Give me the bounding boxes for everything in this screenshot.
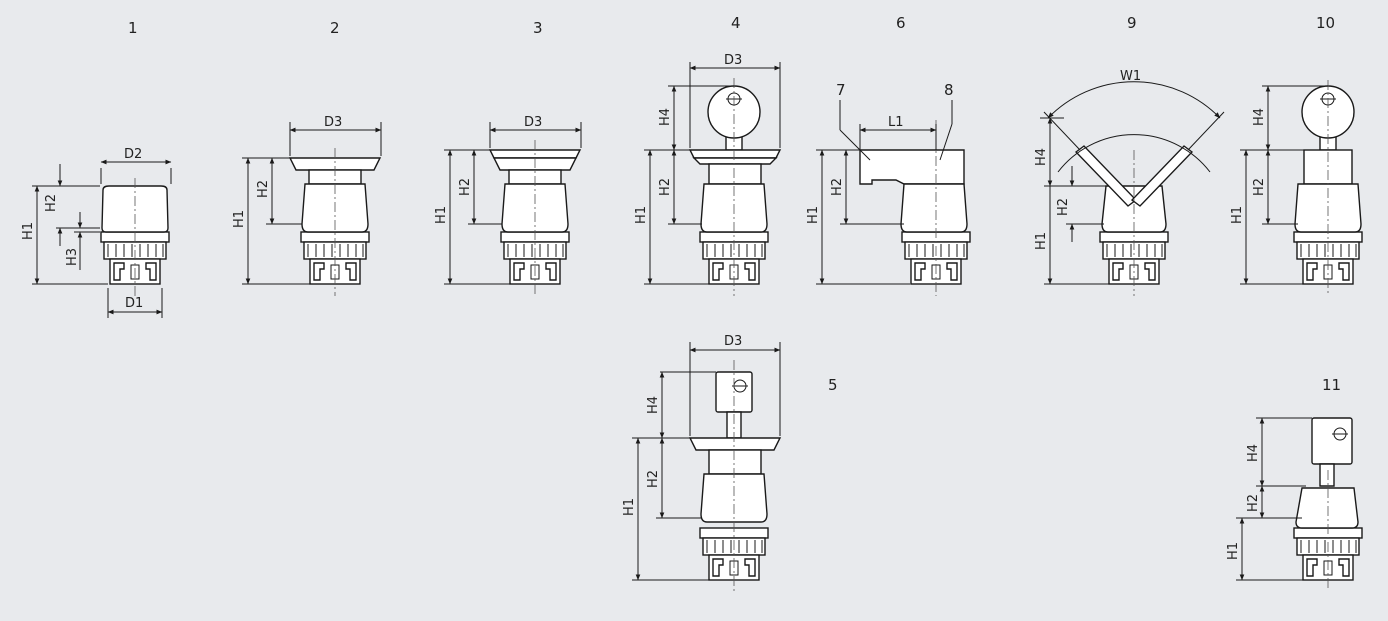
- h1-label: H1: [434, 206, 449, 224]
- d3-label: D3: [524, 115, 542, 130]
- d3-label: D3: [724, 334, 742, 349]
- d3-label: D3: [324, 115, 342, 130]
- callout-7: 7: [836, 81, 846, 99]
- h3-label: H3: [65, 248, 80, 266]
- figure-number-3: 3: [533, 19, 543, 37]
- h2-label: H2: [1252, 178, 1267, 196]
- figure-11-drawing: H4 H2 H1: [1226, 417, 1363, 590]
- figure-number-6: 6: [896, 14, 906, 32]
- h4-label: H4: [1034, 148, 1049, 166]
- h1-label: H1: [232, 210, 247, 228]
- h1-label: H1: [806, 206, 821, 224]
- figure-4-drawing: D3 H4 H2 H1: [634, 53, 782, 296]
- figure-2-drawing: D3 H1 H2: [232, 115, 382, 296]
- figure-5-drawing: D3 H4 H2 H1: [622, 334, 782, 592]
- h4-label: H4: [658, 108, 673, 126]
- h2-label: H2: [256, 180, 271, 198]
- h2-label: H2: [646, 470, 661, 488]
- figure-number-10: 10: [1316, 14, 1335, 32]
- figure-number-11: 11: [1322, 376, 1341, 394]
- d3-label: D3: [724, 53, 742, 68]
- h2-label: H2: [1246, 494, 1261, 512]
- h2-label: H2: [658, 178, 673, 196]
- h4-label: H4: [1252, 108, 1267, 126]
- h2-label: H2: [830, 178, 845, 196]
- figure-3-drawing: D3 H1 H2: [434, 115, 582, 296]
- callout-8: 8: [944, 81, 954, 99]
- l1-label: L1: [888, 115, 904, 130]
- h1-label: H1: [1034, 232, 1049, 250]
- figure-1-drawing: D2 D1 H1 H2 H3: [21, 147, 172, 318]
- figure-number-1: 1: [128, 19, 138, 37]
- figure-number-2: 2: [330, 19, 340, 37]
- d2-label: D2: [124, 147, 142, 162]
- h1-label: H1: [622, 498, 637, 516]
- figure-10-drawing: H4 H2 H1: [1230, 80, 1363, 296]
- h1-label: H1: [1226, 542, 1241, 560]
- h1-label: H1: [21, 222, 36, 240]
- h4-label: H4: [1246, 444, 1261, 462]
- figure-number-4: 4: [731, 14, 741, 32]
- d1-label: D1: [125, 296, 143, 311]
- h1-label: H1: [1230, 206, 1245, 224]
- figure-number-9: 9: [1127, 14, 1137, 32]
- h4-label: H4: [646, 396, 661, 414]
- figure-number-5: 5: [828, 376, 838, 394]
- h1-label: H1: [634, 206, 649, 224]
- w1-label: W1: [1120, 69, 1141, 84]
- figure-6-drawing: L1 H1 H2: [806, 100, 971, 296]
- h2-label: H2: [458, 178, 473, 196]
- figure-9-drawing: W1 H4 H2 H1: [1034, 69, 1225, 296]
- h2-label: H2: [44, 194, 59, 212]
- figure-labels: 1 2 3 4 6 9 10 5 11 7 8: [128, 14, 1341, 394]
- h2-label: H2: [1056, 198, 1071, 216]
